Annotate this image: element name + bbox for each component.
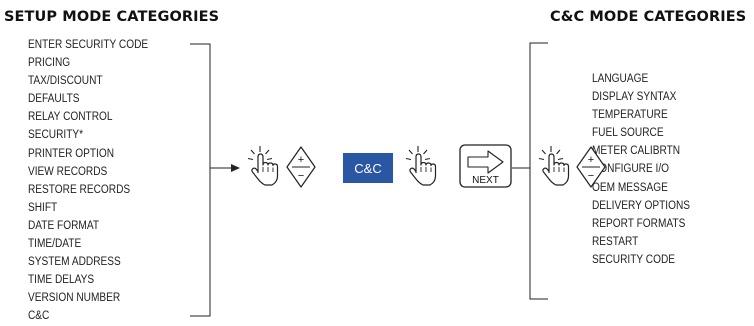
cc-button[interactable]: C&C <box>343 153 393 183</box>
setup-category-list: ENTER SECURITY CODE PRICING TAX/DISCOUNT… <box>28 36 148 326</box>
plus-symbol: + <box>588 154 594 166</box>
cc-item-oem-message: OEM MESSAGE <box>592 181 668 194</box>
arrow-head <box>231 164 240 172</box>
setup-bracket <box>190 43 211 317</box>
next-key-label: NEXT <box>472 175 499 186</box>
minus-symbol: − <box>588 170 594 182</box>
cc-item-security-code: SECURITY CODE <box>592 253 676 266</box>
tap-hand-icon <box>538 145 570 186</box>
setup-item-printer-option: PRINTER OPTION <box>28 147 115 160</box>
plus-minus-diamond-icon: + − <box>286 146 316 188</box>
cc-item-fuel-source: FUEL SOURCE <box>592 127 664 140</box>
setup-item-restore-records: RESTORE RECORDS <box>28 183 131 196</box>
setup-item-view-records: VIEW RECORDS <box>28 165 108 178</box>
setup-item-defaults: DEFAULTS <box>28 93 80 106</box>
tap-hand-icon <box>247 145 279 186</box>
cc-item-delivery-options: DELIVERY OPTIONS <box>592 199 691 212</box>
setup-item-time-date: TIME/DATE <box>28 238 82 251</box>
cc-item-report-formats: REPORT FORMATS <box>592 217 686 230</box>
cc-mode-heading: C&C MODE CATEGORIES <box>550 9 747 25</box>
minus-symbol: − <box>298 170 304 182</box>
cc-item-configure-io: CONFIGURE I/O <box>592 163 670 176</box>
setup-item-shift: SHIFT <box>28 201 58 214</box>
setup-item-security: SECURITY* <box>28 129 84 142</box>
setup-item-pricing: PRICING <box>28 57 71 70</box>
cc-category-list: LANGUAGE DISPLAY SYNTAX TEMPERATURE FUEL… <box>592 70 690 269</box>
next-arrow-key-icon: NEXT <box>459 144 512 188</box>
setup-item-relay-control: RELAY CONTROL <box>28 111 113 124</box>
cc-item-restart: RESTART <box>592 235 639 248</box>
setup-item-version-number: VERSION NUMBER <box>28 292 121 305</box>
cc-item-language: LANGUAGE <box>592 73 649 85</box>
setup-mode-heading: SETUP MODE CATEGORIES <box>4 9 220 25</box>
cc-item-meter-calibrtn: METER CALIBRTN <box>592 145 681 158</box>
tap-hand-icon <box>405 145 437 186</box>
setup-item-enter-security-code: ENTER SECURITY CODE <box>28 39 149 51</box>
plus-minus-diamond-icon: + − <box>576 146 606 188</box>
setup-item-cc: C&C <box>28 310 50 323</box>
cc-item-temperature: TEMPERATURE <box>592 109 668 122</box>
setup-item-tax-discount: TAX/DISCOUNT <box>28 75 103 88</box>
setup-item-date-format: DATE FORMAT <box>28 219 100 232</box>
setup-item-system-address: SYSTEM ADDRESS <box>28 256 121 269</box>
cc-item-display-syntax: DISPLAY SYNTAX <box>592 91 677 104</box>
setup-item-time-delays: TIME DELAYS <box>28 274 95 287</box>
cc-bracket <box>529 42 548 300</box>
plus-symbol: + <box>298 154 304 166</box>
